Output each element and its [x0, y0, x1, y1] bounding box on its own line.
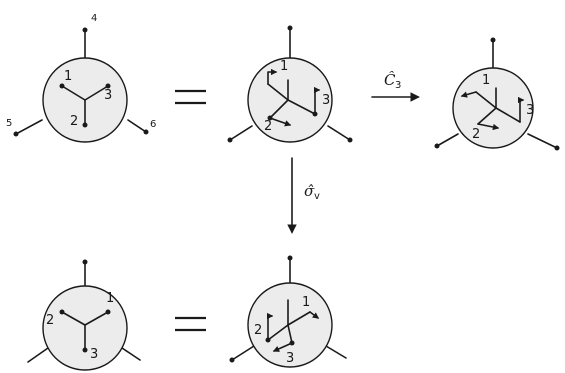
front-bond-2: [61, 311, 86, 326]
front-bond-1: [267, 83, 289, 101]
sigma-v-operator-label: σ̂: [304, 182, 315, 200]
newman-circle: [247, 282, 333, 368]
back-atom-top-dot: [490, 37, 496, 43]
back-atom-right-dot: [554, 145, 560, 151]
c3-operator-label: Ĉ: [384, 71, 396, 89]
back-bond-left: [436, 133, 459, 147]
atom-2-dot: [59, 309, 65, 315]
sigma-v-operator-subscript: v: [314, 191, 320, 202]
label-atom-2: 2: [46, 313, 54, 328]
label-atom-3: 3: [526, 103, 534, 118]
label-atom-2: 2: [472, 127, 480, 142]
front-bond-1: [287, 311, 311, 326]
atom-4-dot: [82, 27, 88, 33]
back-atom-left-dot: [434, 143, 440, 149]
back-bond-left: [27, 347, 49, 363]
back-atom-top-dot: [287, 255, 293, 261]
newman-top-left: 1 2 3 4 5 6: [6, 13, 156, 143]
front-bond-3: [84, 85, 109, 101]
label-atom-5: 5: [6, 118, 12, 129]
displacement-arrow-1: [460, 91, 477, 98]
label-atom-2: 2: [264, 119, 272, 134]
back-atom-top-dot: [82, 259, 88, 265]
displacement-arrow-2: [477, 123, 500, 131]
displacement-arrow-3: [517, 96, 525, 123]
newman-bottom-left: 1 2 3: [27, 259, 141, 371]
displacement-arrow-2: [269, 117, 292, 127]
back-bond-left: [231, 345, 255, 361]
label-atom-1: 1: [64, 69, 72, 84]
front-bond-1: [84, 311, 109, 326]
label-atom-2: 2: [254, 323, 262, 338]
label-atom-2: 2: [70, 114, 78, 129]
equals-sign-bottom: [175, 316, 206, 332]
back-atom-top-dot: [287, 25, 293, 31]
front-bond-1: [475, 91, 497, 109]
back-atom-left-dot: [229, 357, 235, 363]
front-bond-3: [495, 107, 521, 123]
atom-1-dot: [59, 83, 65, 89]
newman-circle: [452, 67, 534, 149]
displacement-arrow-1: [267, 68, 278, 85]
atom-1-dot: [105, 309, 111, 315]
atom-2-dot: [82, 122, 88, 128]
label-atom-6: 6: [150, 119, 156, 130]
label-atom-1: 1: [302, 295, 310, 310]
atom-6-dot: [143, 129, 149, 135]
label-atom-1: 1: [106, 291, 114, 306]
label-atom-3: 3: [90, 347, 98, 362]
c3-operator-subscript: 3: [395, 80, 401, 91]
back-atom-right-dot: [347, 137, 353, 143]
label-atom-1: 1: [280, 59, 288, 74]
newman-bottom-middle: 1 2 3: [229, 255, 347, 368]
atom-3-dot: [82, 347, 88, 353]
back-bond-5: [15, 119, 43, 135]
displacement-arrow-2: [266, 312, 274, 341]
label-atom-3: 3: [104, 88, 112, 103]
front-bond-2: [477, 107, 497, 125]
displacement-arrow-3: [313, 86, 321, 115]
displacement-arrow-3: [272, 342, 293, 352]
front-bond-3: [287, 99, 316, 115]
front-bond-3: [287, 324, 293, 344]
newman-circle: [247, 57, 333, 143]
newman-top-right: 1 2 3: [434, 37, 560, 151]
back-bond-right: [121, 347, 141, 361]
back-bond-right: [325, 345, 347, 359]
sigma-v-operation-arrow: σ̂ v: [287, 157, 320, 234]
label-atom-3: 3: [286, 351, 294, 366]
label-atom-4: 4: [91, 13, 97, 24]
c3-operation-arrow: Ĉ 3: [371, 71, 420, 102]
newman-top-middle: 1 2 3: [227, 25, 353, 143]
back-bond-6: [127, 119, 147, 133]
label-atom-3: 3: [322, 93, 330, 108]
label-atom-1: 1: [482, 73, 490, 88]
displacement-arrow-1: [309, 311, 320, 319]
atom-3-dot: [105, 83, 111, 89]
back-bond-right: [527, 133, 558, 149]
back-bond-right: [327, 125, 351, 141]
back-atom-left-dot: [227, 137, 233, 143]
front-bond-2: [267, 324, 289, 341]
back-bond-left: [229, 125, 253, 141]
equals-sign-top: [175, 89, 206, 105]
atom-5-dot: [13, 131, 19, 137]
front-bond-1: [61, 85, 86, 101]
front-bond-2: [269, 99, 289, 119]
